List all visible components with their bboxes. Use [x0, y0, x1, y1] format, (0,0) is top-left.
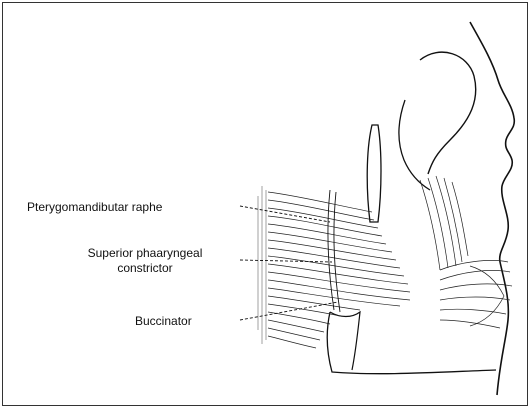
face-profile-outline [470, 22, 514, 395]
label-superior-constrictor-line1: Superior phaaryngeal [55, 246, 235, 261]
buccinator-fibers [420, 176, 512, 328]
label-pterygomandibular-raphe: Pterygomandibutar raphe [27, 200, 162, 215]
label-buccinator: Buccinator [135, 314, 192, 329]
ear-outline [420, 52, 476, 174]
leader-lines [240, 206, 338, 320]
mandible-ramus [367, 125, 381, 222]
mandible-cut-end [330, 312, 360, 370]
label-superior-constrictor-line2: constrictor [55, 261, 235, 276]
superior-constrictor-fibers [268, 192, 410, 348]
label-superior-constrictor: Superior phaaryngeal constrictor [55, 246, 235, 276]
jaw-inner-outline [399, 100, 430, 190]
